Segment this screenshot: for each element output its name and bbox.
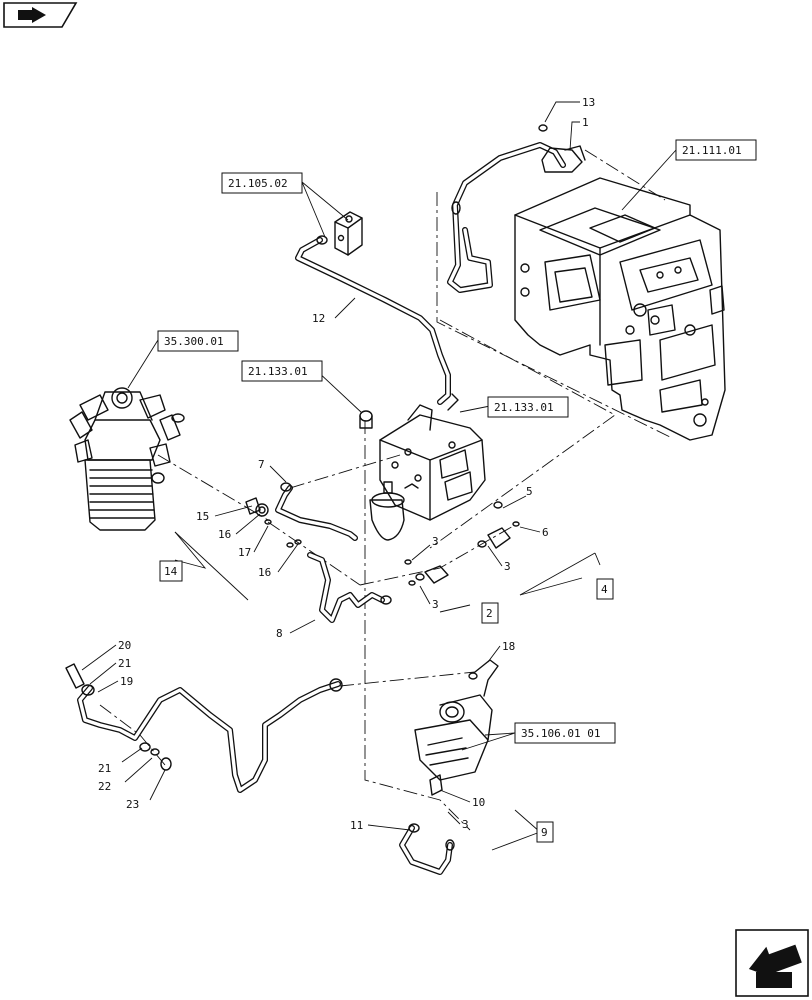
item-label-3b: 3 — [504, 560, 511, 573]
svg-text:21.111.01: 21.111.01 — [682, 144, 742, 157]
svg-text:9: 9 — [541, 826, 548, 839]
svg-text:21.133.01: 21.133.01 — [248, 365, 308, 378]
item-box-2[interactable]: 2 — [481, 602, 499, 624]
svg-text:4: 4 — [601, 583, 608, 596]
item-label-16: 16 — [218, 528, 231, 541]
ref-box-35-106-01-01[interactable]: 35.106.01 01 — [514, 722, 616, 744]
item-label-8: 8 — [276, 627, 283, 640]
item-box-4[interactable]: 4 — [596, 578, 614, 600]
book-with-arrow-icon[interactable] — [3, 2, 78, 28]
item-label-3c: 3 — [432, 598, 439, 611]
transmission-housing — [514, 177, 726, 441]
item-label-12: 12 — [312, 312, 325, 325]
item-label-17: 17 — [238, 546, 251, 559]
item-label-19: 19 — [120, 675, 133, 688]
item-label-15: 15 — [196, 510, 209, 523]
svg-text:2: 2 — [486, 607, 493, 620]
item-label-23: 23 — [126, 798, 139, 811]
ref-box-35-300-01[interactable]: 35.300.01 — [157, 330, 239, 352]
leader-lines — [81, 101, 677, 851]
small-valve-block — [316, 211, 363, 256]
control-valve-assembly — [359, 393, 486, 541]
ref-box-21-105-02[interactable]: 21.105.02 — [221, 172, 303, 194]
item-label-18: 18 — [502, 640, 515, 653]
item-callouts: 13 1 12 7 5 15 16 6 3 17 3 16 3 8 20 18 … — [98, 96, 595, 832]
pipe-11 — [399, 823, 455, 875]
item-label-5: 5 — [526, 485, 533, 498]
item-label-16b: 16 — [258, 566, 271, 579]
ref-box-21-133-01-right[interactable]: 21.133.01 — [487, 396, 569, 418]
pipe-12 — [295, 237, 451, 405]
item-label-3d: 3 — [462, 818, 469, 831]
item-label-7: 7 — [258, 458, 265, 471]
pipe-7 — [275, 482, 358, 541]
svg-text:35.106.01 01: 35.106.01 01 — [521, 727, 600, 740]
ref-box-21-111-01[interactable]: 21.111.01 — [675, 139, 757, 161]
filter-assembly — [69, 387, 185, 531]
item-box-14[interactable]: 14 — [159, 560, 183, 582]
next-page-arrow-icon[interactable] — [735, 929, 809, 997]
svg-text:21.133.01: 21.133.01 — [494, 401, 554, 414]
item-label-21b: 21 — [98, 762, 111, 775]
svg-text:14: 14 — [164, 565, 178, 578]
return-pipe — [447, 124, 586, 293]
item-label-3a: 3 — [432, 535, 439, 548]
svg-text:21.105.02: 21.105.02 — [228, 177, 288, 190]
item-label-20: 20 — [118, 639, 131, 652]
item-label-21: 21 — [118, 657, 131, 670]
ref-box-21-133-01-left[interactable]: 21.133.01 — [241, 360, 323, 382]
pump-assembly — [414, 659, 499, 796]
item-label-6: 6 — [542, 526, 549, 539]
item-label-22: 22 — [98, 780, 111, 793]
item-label-11: 11 — [350, 819, 363, 832]
item-label-1: 1 — [582, 116, 589, 129]
pipe-lower — [65, 663, 343, 793]
item-label-10: 10 — [472, 796, 485, 809]
pipe-8 — [245, 497, 392, 623]
item-box-9[interactable]: 9 — [536, 821, 554, 843]
svg-text:35.300.01: 35.300.01 — [164, 335, 224, 348]
item-label-13: 13 — [582, 96, 595, 109]
fittings — [404, 501, 520, 586]
